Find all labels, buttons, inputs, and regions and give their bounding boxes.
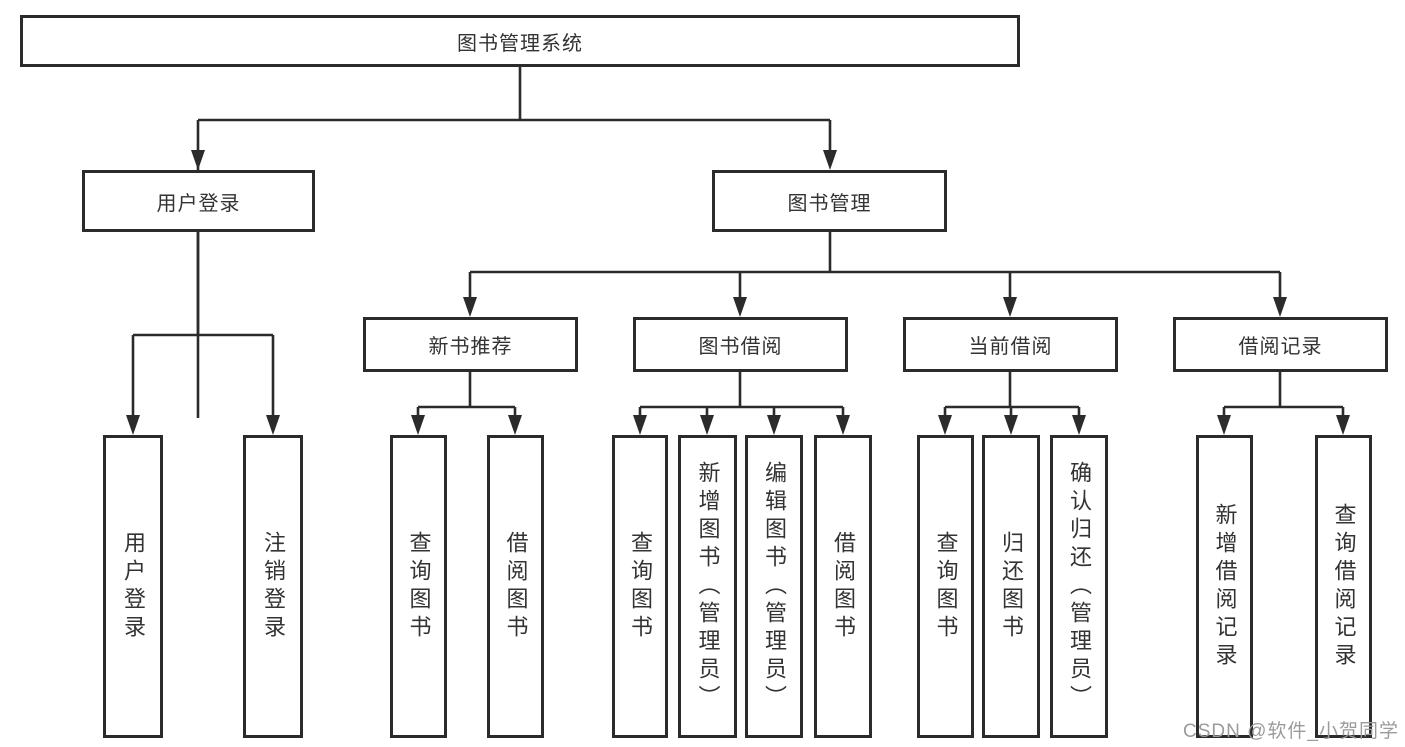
node-label: 用户登录 <box>121 530 146 643</box>
leaf-confirm-return-admin: 确认归还（管理员） <box>1050 435 1108 738</box>
node-label: 图书管理系统 <box>457 32 583 55</box>
node-label: 新增借阅记录 <box>1212 502 1238 671</box>
node-label: 查询借阅记录 <box>1331 502 1357 671</box>
node-label: 用户登录 <box>156 192 241 215</box>
leaf-query-books-borrow: 查询图书 <box>612 435 668 738</box>
node-root: 图书管理系统 <box>20 15 1020 67</box>
leaf-query-books-recommend: 查询图书 <box>390 435 447 738</box>
node-label: 归还图书 <box>999 530 1024 643</box>
node-label: 借阅图书 <box>503 530 529 643</box>
node-label: 新增图书（管理员） <box>695 460 721 713</box>
node-label: 当前借阅 <box>968 336 1053 358</box>
node-label: 图书借阅 <box>698 336 783 358</box>
node-label: 图书管理 <box>787 192 872 215</box>
leaf-query-books-current: 查询图书 <box>917 435 974 738</box>
node-current-borrow: 当前借阅 <box>903 317 1118 372</box>
node-label: 编辑图书（管理员） <box>762 460 787 713</box>
node-borrow-records: 借阅记录 <box>1173 317 1388 372</box>
node-label: 查询图书 <box>933 530 959 643</box>
leaf-query-borrow-record: 查询借阅记录 <box>1315 435 1372 738</box>
leaf-add-books-admin: 新增图书（管理员） <box>678 435 737 738</box>
node-label: 确认归还（管理员） <box>1067 460 1092 713</box>
node-book-borrow: 图书借阅 <box>633 317 848 372</box>
leaf-return-books: 归还图书 <box>982 435 1040 738</box>
leaf-borrow-books-recommend: 借阅图书 <box>487 435 544 738</box>
node-user-login: 用户登录 <box>82 170 315 232</box>
leaf-user-login: 用户登录 <box>103 435 163 738</box>
node-book-management: 图书管理 <box>712 170 947 232</box>
node-label: 注销登录 <box>261 530 286 643</box>
csdn-watermark: CSDN @软件_小贺同学 <box>1183 721 1399 742</box>
leaf-logout-login: 注销登录 <box>243 435 303 738</box>
node-new-book-recommend: 新书推荐 <box>363 317 578 372</box>
leaf-borrow-books: 借阅图书 <box>814 435 872 738</box>
node-label: 借阅图书 <box>831 530 856 643</box>
leaf-add-borrow-record: 新增借阅记录 <box>1196 435 1253 738</box>
leaf-edit-books-admin: 编辑图书（管理员） <box>745 435 803 738</box>
node-label: 查询图书 <box>406 530 432 643</box>
node-label: 借阅记录 <box>1238 336 1323 358</box>
node-label: 新书推荐 <box>428 336 513 358</box>
node-label: 查询图书 <box>628 530 653 643</box>
